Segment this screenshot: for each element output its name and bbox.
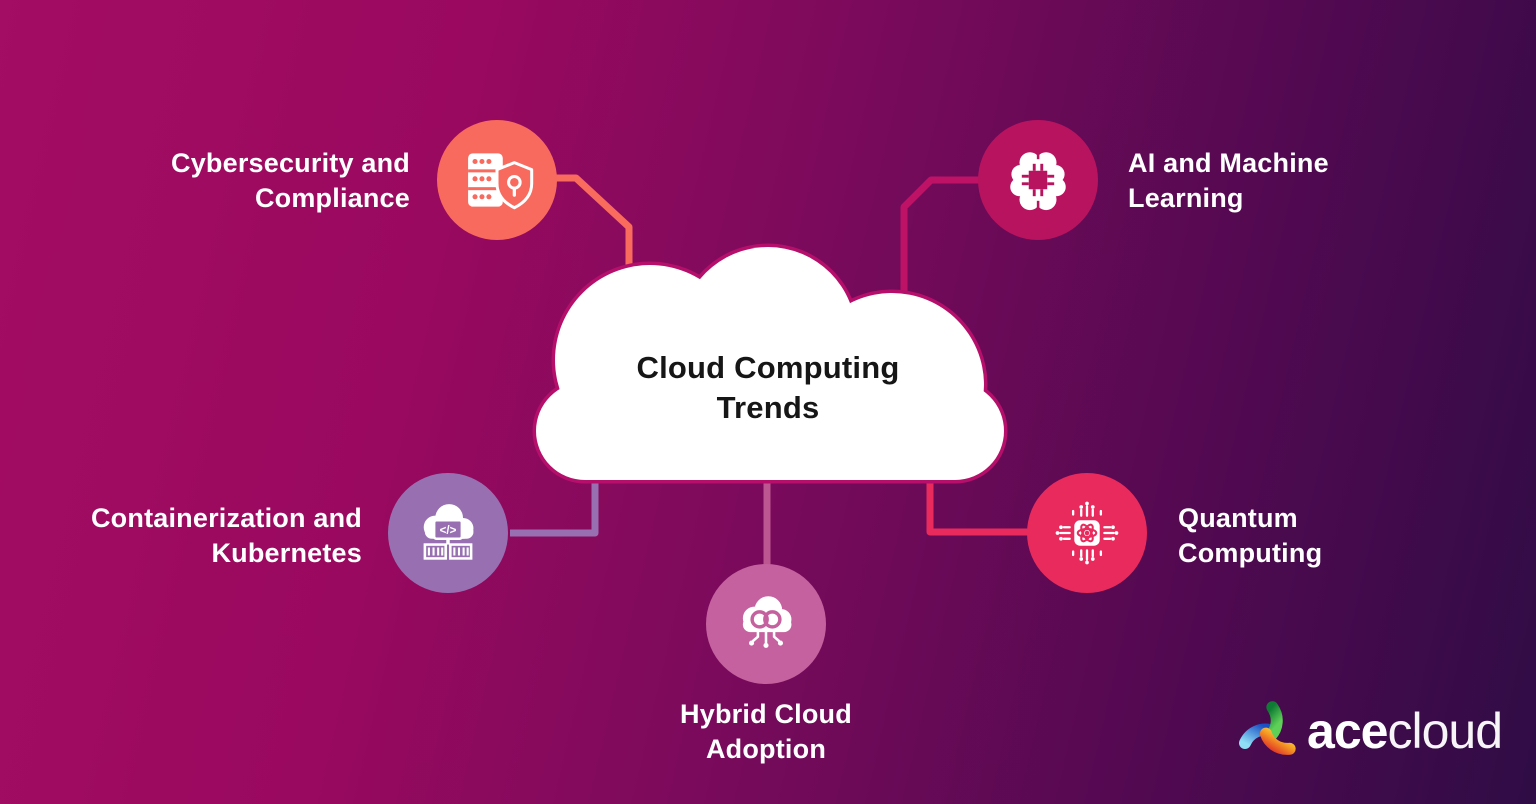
label-ai-ml: AI and Machine Learning [1128, 148, 1329, 213]
node-hybrid-cloud [706, 564, 826, 684]
node-ai-ml [978, 120, 1098, 240]
brand-text-light: cloud [1387, 703, 1503, 759]
server-shield-icon [468, 153, 534, 210]
node-quantum [1027, 473, 1147, 593]
code-glyph: </> [440, 525, 457, 537]
brain-chip-icon [1010, 151, 1066, 211]
label-containerization: Containerization and Kubernetes [90, 503, 362, 568]
node-containerization: </> [388, 473, 508, 593]
label-quantum: Quantum Computing [1178, 503, 1323, 568]
quantum-chip-icon [1055, 501, 1119, 565]
acecloud-logo-icon [1239, 701, 1296, 755]
hybrid-cloud-icon [742, 596, 792, 648]
node-cybersecurity [437, 120, 557, 240]
brand-text-bold: ace [1307, 703, 1388, 759]
connector-quantum [926, 460, 1030, 536]
connector-cybersecurity [551, 174, 633, 300]
label-cybersecurity: Cybersecurity and Compliance [171, 148, 410, 213]
cloud-containers-icon: </> [423, 504, 474, 560]
connector-containerization [510, 460, 599, 537]
page-title: Cloud Computing Trends [636, 350, 900, 425]
label-hybrid-cloud: Hybrid Cloud Adoption [680, 699, 852, 764]
center-cloud-shape [532, 243, 1008, 484]
